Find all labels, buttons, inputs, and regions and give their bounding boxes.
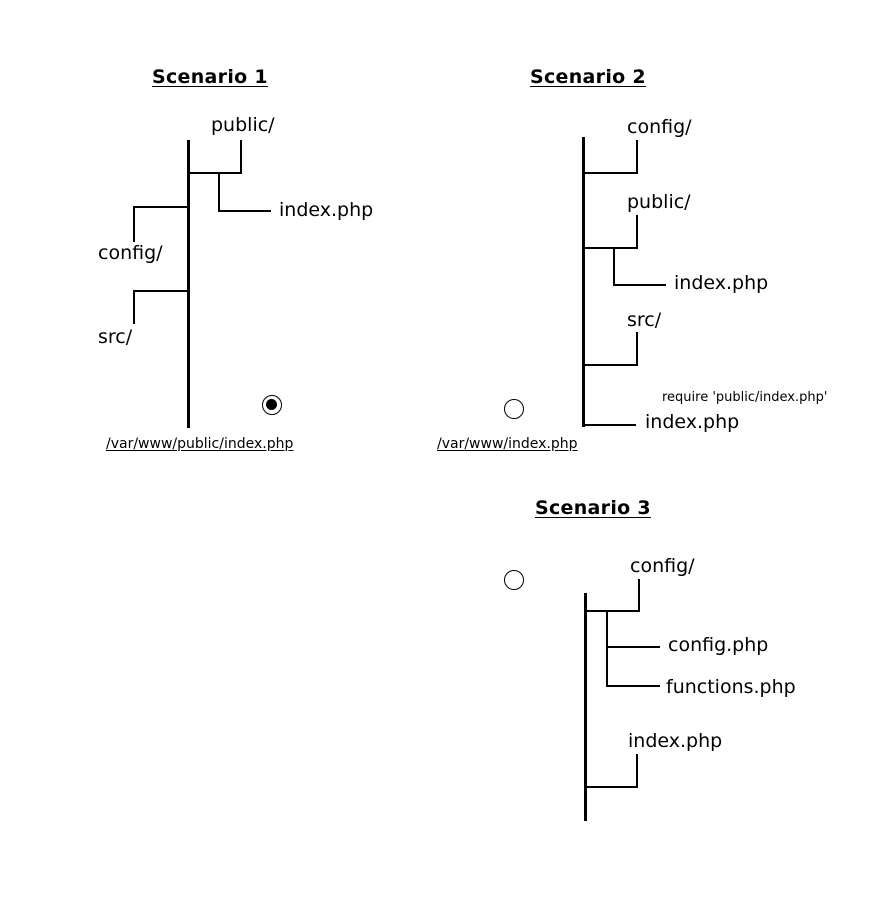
scenario-1-connector [189, 172, 242, 174]
scenario-1-node-src: src/ [98, 326, 133, 348]
scenario-2-path-label: /var/www/index.php [437, 436, 578, 452]
scenario-2-node-index: index.php [645, 411, 740, 433]
scenario-2-connector [584, 247, 638, 249]
scenario-3-connector [606, 611, 608, 687]
scenario-3-connector [586, 610, 640, 612]
scenario-3-root-line [584, 593, 587, 821]
scenario-3-node-config: config/ [630, 555, 695, 577]
scenario-2-root-line [582, 137, 585, 427]
scenario-3-title: Scenario 3 [535, 497, 651, 519]
radio-selected-dot [266, 399, 277, 410]
scenario-1-connector [133, 290, 189, 292]
scenario-1-connector [133, 206, 189, 208]
scenario-3-connector [638, 579, 640, 612]
scenario-1-root-line [187, 140, 190, 428]
scenario-2-connector [636, 332, 638, 366]
scenario-1-connector [240, 140, 242, 174]
scenario-2-connector [584, 364, 638, 366]
scenario-1-title: Scenario 1 [152, 66, 268, 88]
scenario-2-connector [613, 248, 615, 286]
scenario-2-node-config: config/ [627, 116, 692, 138]
scenario-2-connector [636, 215, 638, 249]
scenario-2-node-public-index: index.php [674, 272, 769, 294]
scenario-3-radio[interactable] [504, 570, 524, 590]
scenario-3-connector [606, 685, 660, 687]
scenario-2-node-src: src/ [627, 309, 662, 331]
scenario-1-node-public: public/ [211, 114, 275, 136]
scenario-1-connector [218, 210, 271, 212]
scenario-3-node-config-php: config.php [668, 634, 769, 656]
scenario-2-node-public: public/ [627, 191, 691, 213]
scenario-1-connector [133, 290, 135, 324]
scenario-2-connector [584, 172, 638, 174]
scenario-3-node-index: index.php [628, 730, 723, 752]
scenario-3-connector [586, 786, 638, 788]
scenario-2-connector [584, 424, 636, 426]
scenario-2-connector [613, 284, 666, 286]
scenario-1-node-index: index.php [279, 199, 374, 221]
scenario-1-radio[interactable] [262, 395, 282, 415]
scenario-3-connector [636, 754, 638, 788]
scenario-1-connector [133, 206, 135, 242]
scenario-1-path-label: /var/www/public/index.php [106, 436, 294, 452]
scenario-2-connector [636, 140, 638, 174]
scenario-2-title: Scenario 2 [530, 66, 646, 88]
scenario-2-radio[interactable] [504, 399, 524, 419]
scenario-3-connector [606, 646, 660, 648]
scenario-3-node-functions-php: functions.php [666, 676, 796, 698]
scenario-1-node-config: config/ [98, 242, 163, 264]
scenario-2-require-note: require 'public/index.php' [662, 390, 828, 405]
scenario-1-connector [218, 173, 220, 212]
